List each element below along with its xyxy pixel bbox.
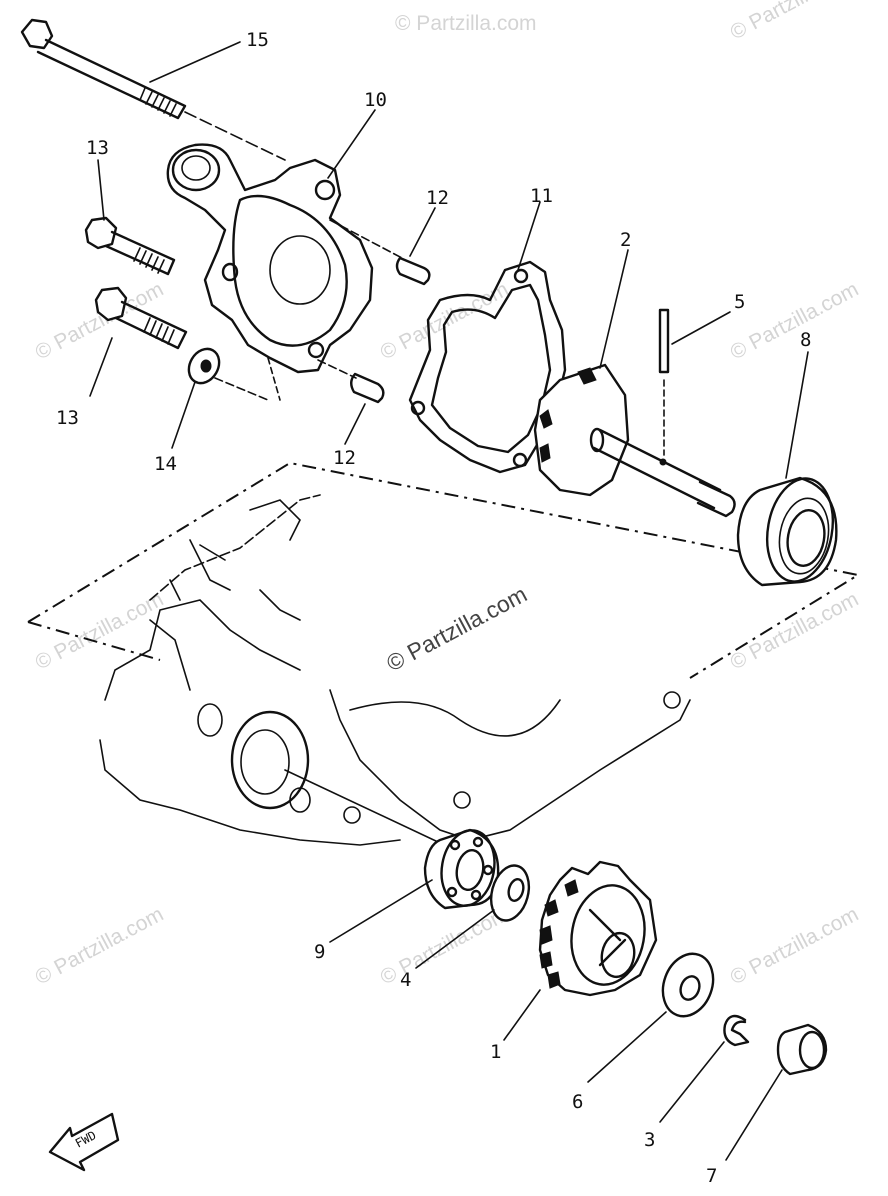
leader-lines (89, 41, 809, 1161)
crankcase (99, 494, 691, 846)
part-2-impeller-shaft (533, 363, 736, 518)
callout-labels: 15 10 13 13 14 12 12 11 2 5 8 9 4 1 6 3 … (56, 29, 811, 1187)
part-14-washer (187, 347, 269, 401)
callout-4: 4 (400, 969, 411, 991)
callout-6: 6 (572, 1091, 583, 1113)
part-9-bearing (423, 828, 500, 910)
fwd-arrow-badge: FWD (48, 1112, 120, 1172)
watermark: © Partzilla.com (32, 903, 168, 990)
callout-13-upper: 13 (86, 137, 109, 159)
callout-15: 15 (246, 29, 269, 51)
part-15-long-bolt (20, 18, 286, 161)
callout-7: 7 (706, 1165, 717, 1187)
part-4-washer (489, 864, 531, 922)
callout-5: 5 (734, 291, 745, 313)
watermark: © Partzilla.com (727, 278, 863, 365)
watermark: © Partzilla.com (727, 0, 863, 44)
callout-12-lower: 12 (333, 447, 356, 469)
part-1-gear (538, 860, 658, 997)
callout-2: 2 (620, 229, 631, 251)
callout-3: 3 (644, 1129, 655, 1151)
part-8-bearing (736, 476, 838, 587)
watermark: © Partzilla.com (32, 278, 168, 365)
part-3-circlip (723, 1014, 750, 1047)
part-7-collar (776, 1023, 828, 1076)
watermark: © Partzilla.com (377, 278, 513, 365)
part-12-dowel-pin-lower (317, 359, 385, 404)
part-5-pin (658, 308, 670, 456)
part-13-bolt-upper (84, 216, 176, 276)
watermark: © Partzilla.com (727, 588, 863, 675)
callout-9: 9 (314, 941, 325, 963)
part-13-bolt-lower (94, 286, 188, 350)
callout-11: 11 (530, 185, 553, 207)
reference-plane-outline (27, 461, 861, 679)
callout-14: 14 (154, 453, 177, 475)
callout-10: 10 (364, 89, 387, 111)
watermark: © Partzilla.com (395, 12, 537, 35)
part-11-gasket (408, 260, 567, 474)
callout-13-lower: 13 (56, 407, 79, 429)
crankcase-bore (230, 710, 310, 810)
callout-12-upper: 12 (426, 187, 449, 209)
watermark: © Partzilla.com (727, 903, 863, 990)
callout-8: 8 (800, 329, 811, 351)
part-10-water-pump-cover (166, 143, 374, 401)
shaft-axis-line (284, 769, 456, 851)
part-12-dowel-pin-upper (329, 219, 431, 286)
center-watermark: © Partzilla.com (382, 581, 531, 677)
watermark: © Partzilla.com (32, 588, 168, 675)
part-6-washer (661, 952, 715, 1018)
callout-1: 1 (490, 1041, 501, 1063)
